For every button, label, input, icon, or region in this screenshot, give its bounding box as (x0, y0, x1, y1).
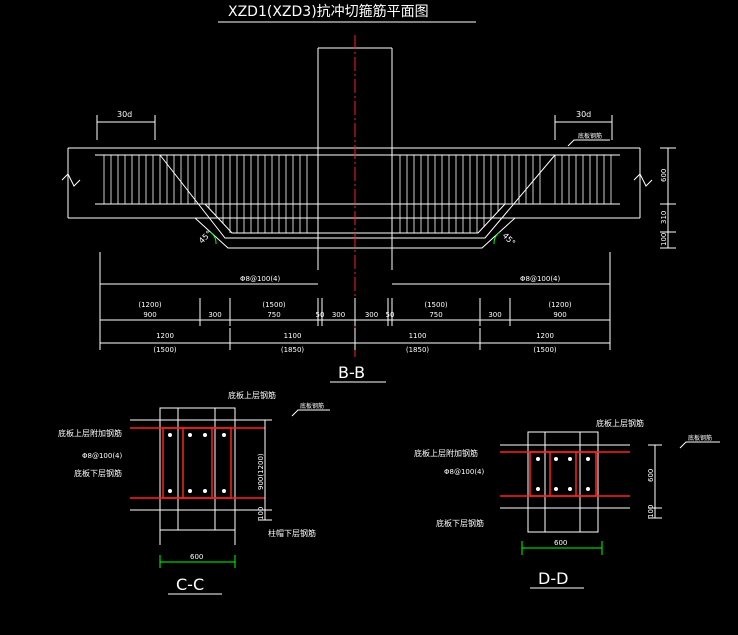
section-dd-label: D-D (538, 569, 568, 588)
cc-top-rebar-label: 底板上层钢筋 (228, 390, 276, 400)
section-bb-label: B-B (338, 363, 365, 382)
cc-stirrup-label: Φ8@100(4) (82, 452, 123, 460)
stirrup-group (103, 155, 612, 233)
dd-dim-100: 100 (647, 505, 655, 518)
cc-bar-dots (168, 433, 226, 493)
cc-dim-100: 100 (257, 507, 265, 520)
cc-rebar (130, 427, 265, 499)
section-cc-label: C-C (176, 575, 204, 594)
dd-vertical-dim (648, 444, 662, 519)
dd-column-outline (527, 431, 599, 533)
upper-dim-top: (1500) (424, 301, 448, 309)
upper-dim-bottom: 900 (553, 311, 566, 319)
upper-dim-group: (1200) 900 300 (1500) 750 50 300 300 50 (1500) 750… (99, 298, 611, 326)
section-dd (500, 431, 630, 533)
bb-vertical-dims (660, 147, 676, 249)
bb-rebar-note: 底板钢筋 (578, 132, 602, 140)
lower-dim-top: 1100 (409, 332, 427, 340)
dim-30d-left (96, 115, 156, 140)
section-bb (61, 47, 653, 270)
cc-column-outline (159, 407, 236, 531)
lower-dim-group: 1200 (1500) 1100 (1850) 1100 (1850) 1200 (1500) (99, 328, 611, 354)
upper-dim-top: (1200) (548, 301, 572, 309)
dim-30d-left-label: 30d (117, 110, 132, 119)
cc-cap-bottom-rebar-label: 柱帽下层钢筋 (268, 528, 316, 538)
stirrup-spec-left: Φ8@100(4) (240, 275, 281, 283)
upper-dim-bottom: 50 (386, 311, 395, 319)
drawing-title: XZD1(XZD3)抗冲切箍筋平面图 (228, 3, 429, 20)
lower-dim-bottom: (1500) (153, 346, 177, 354)
dd-dim-600: 600 (647, 469, 655, 482)
dd-top-rebar-label: 底板上层钢筋 (596, 418, 644, 428)
cc-added-rebar-label: 底板上层附加钢筋 (58, 428, 122, 438)
cc-width-dim (159, 555, 236, 568)
dd-note-leader (679, 441, 720, 449)
cc-vertical-dim (258, 419, 272, 521)
dd-width-dim (521, 541, 603, 555)
rebar-note-leader (567, 139, 610, 147)
dd-bar-dots (536, 457, 590, 491)
lower-dim-bottom: (1850) (406, 346, 430, 354)
upper-dim-bottom: 750 (267, 311, 280, 319)
dim-100-label: 100 (660, 233, 668, 246)
cc-note-leader (291, 409, 330, 417)
cc-dim-height: 900(1200) (257, 453, 265, 490)
upper-dim-bottom: 300 (488, 311, 501, 319)
dd-rebar-note: 底板钢筋 (688, 434, 712, 442)
cc-dim-width: 600 (190, 553, 203, 561)
right-break-mark (633, 173, 653, 187)
angle-45-right: 45° (501, 231, 517, 247)
angle-arc-right (493, 231, 501, 245)
lower-dim-bottom: (1850) (281, 346, 305, 354)
upper-dim-bottom: 50 (316, 311, 325, 319)
lower-dim-top: 1200 (156, 332, 174, 340)
lower-dim-top: 1200 (536, 332, 554, 340)
lower-dim-bottom: (1500) (533, 346, 557, 354)
upper-dim-bottom: 300 (208, 311, 221, 319)
angle-45-left: 45° (197, 229, 213, 245)
dd-dim-width: 600 (554, 539, 567, 547)
dd-stirrup-label: Φ8@100(4) (444, 468, 485, 476)
dim-30d-right-label: 30d (576, 110, 591, 119)
upper-dim-top: (1500) (262, 301, 286, 309)
dd-added-rebar-label: 底板上层附加钢筋 (414, 448, 478, 458)
upper-dim-bottom: 900 (143, 311, 156, 319)
left-break-mark (61, 173, 81, 187)
dim-30d-right (554, 115, 613, 140)
upper-dim-bottom: 300 (332, 311, 345, 319)
angle-arc-left (209, 231, 217, 245)
dim-600-label: 600 (660, 169, 668, 182)
dd-bottom-rebar-label: 底板下层钢筋 (436, 518, 484, 528)
dim-310-label: 310 (660, 211, 668, 224)
stirrup-spec-right: Φ8@100(4) (520, 275, 561, 283)
lower-dim-top: 1100 (284, 332, 302, 340)
cc-rebar-note: 底板钢筋 (300, 402, 324, 410)
cc-bottom-rebar-label: 底板下层钢筋 (74, 468, 122, 478)
upper-dim-top: (1200) (138, 301, 162, 309)
upper-dim-bottom: 750 (429, 311, 442, 319)
upper-dim-bottom: 300 (365, 311, 378, 319)
bent-rebar (159, 154, 556, 239)
dd-rebar (500, 451, 630, 497)
